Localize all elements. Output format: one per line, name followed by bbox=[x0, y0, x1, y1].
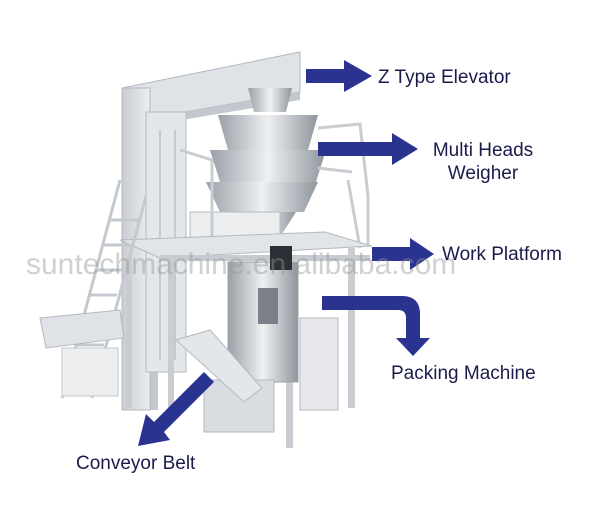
arrow-curved-down-icon bbox=[322, 296, 430, 356]
arrow-packing-machine bbox=[322, 296, 430, 356]
arrow-z-type-elevator bbox=[306, 60, 372, 92]
label-conveyor-belt: Conveyor Belt bbox=[76, 453, 196, 474]
conveyor-belt bbox=[39, 309, 263, 403]
arrow-conveyor-belt bbox=[138, 372, 214, 446]
label-work-platform: Work Platform bbox=[442, 244, 563, 265]
label-multi-heads-weigher-line2: Weigher bbox=[447, 163, 519, 184]
arrow-down-left-icon bbox=[138, 372, 214, 446]
guard-rails bbox=[179, 122, 370, 249]
arrow-right-icon bbox=[306, 60, 372, 92]
label-packing-machine: Packing Machine bbox=[391, 363, 536, 384]
label-z-type-elevator: Z Type Elevator bbox=[378, 67, 511, 88]
arrow-multi-heads-weigher bbox=[318, 133, 418, 165]
arrow-right-icon bbox=[372, 238, 434, 270]
arrow-work-platform bbox=[372, 238, 434, 270]
packing-machine bbox=[203, 246, 339, 433]
multi-heads-weigher bbox=[189, 88, 326, 239]
label-multi-heads-weigher: Multi Heads Weigher bbox=[424, 139, 542, 185]
label-multi-heads-weigher-line1: Multi Heads bbox=[432, 140, 534, 161]
watermark: suntechmachine.en.alibaba.com bbox=[26, 248, 457, 281]
arrow-right-icon bbox=[318, 133, 418, 165]
